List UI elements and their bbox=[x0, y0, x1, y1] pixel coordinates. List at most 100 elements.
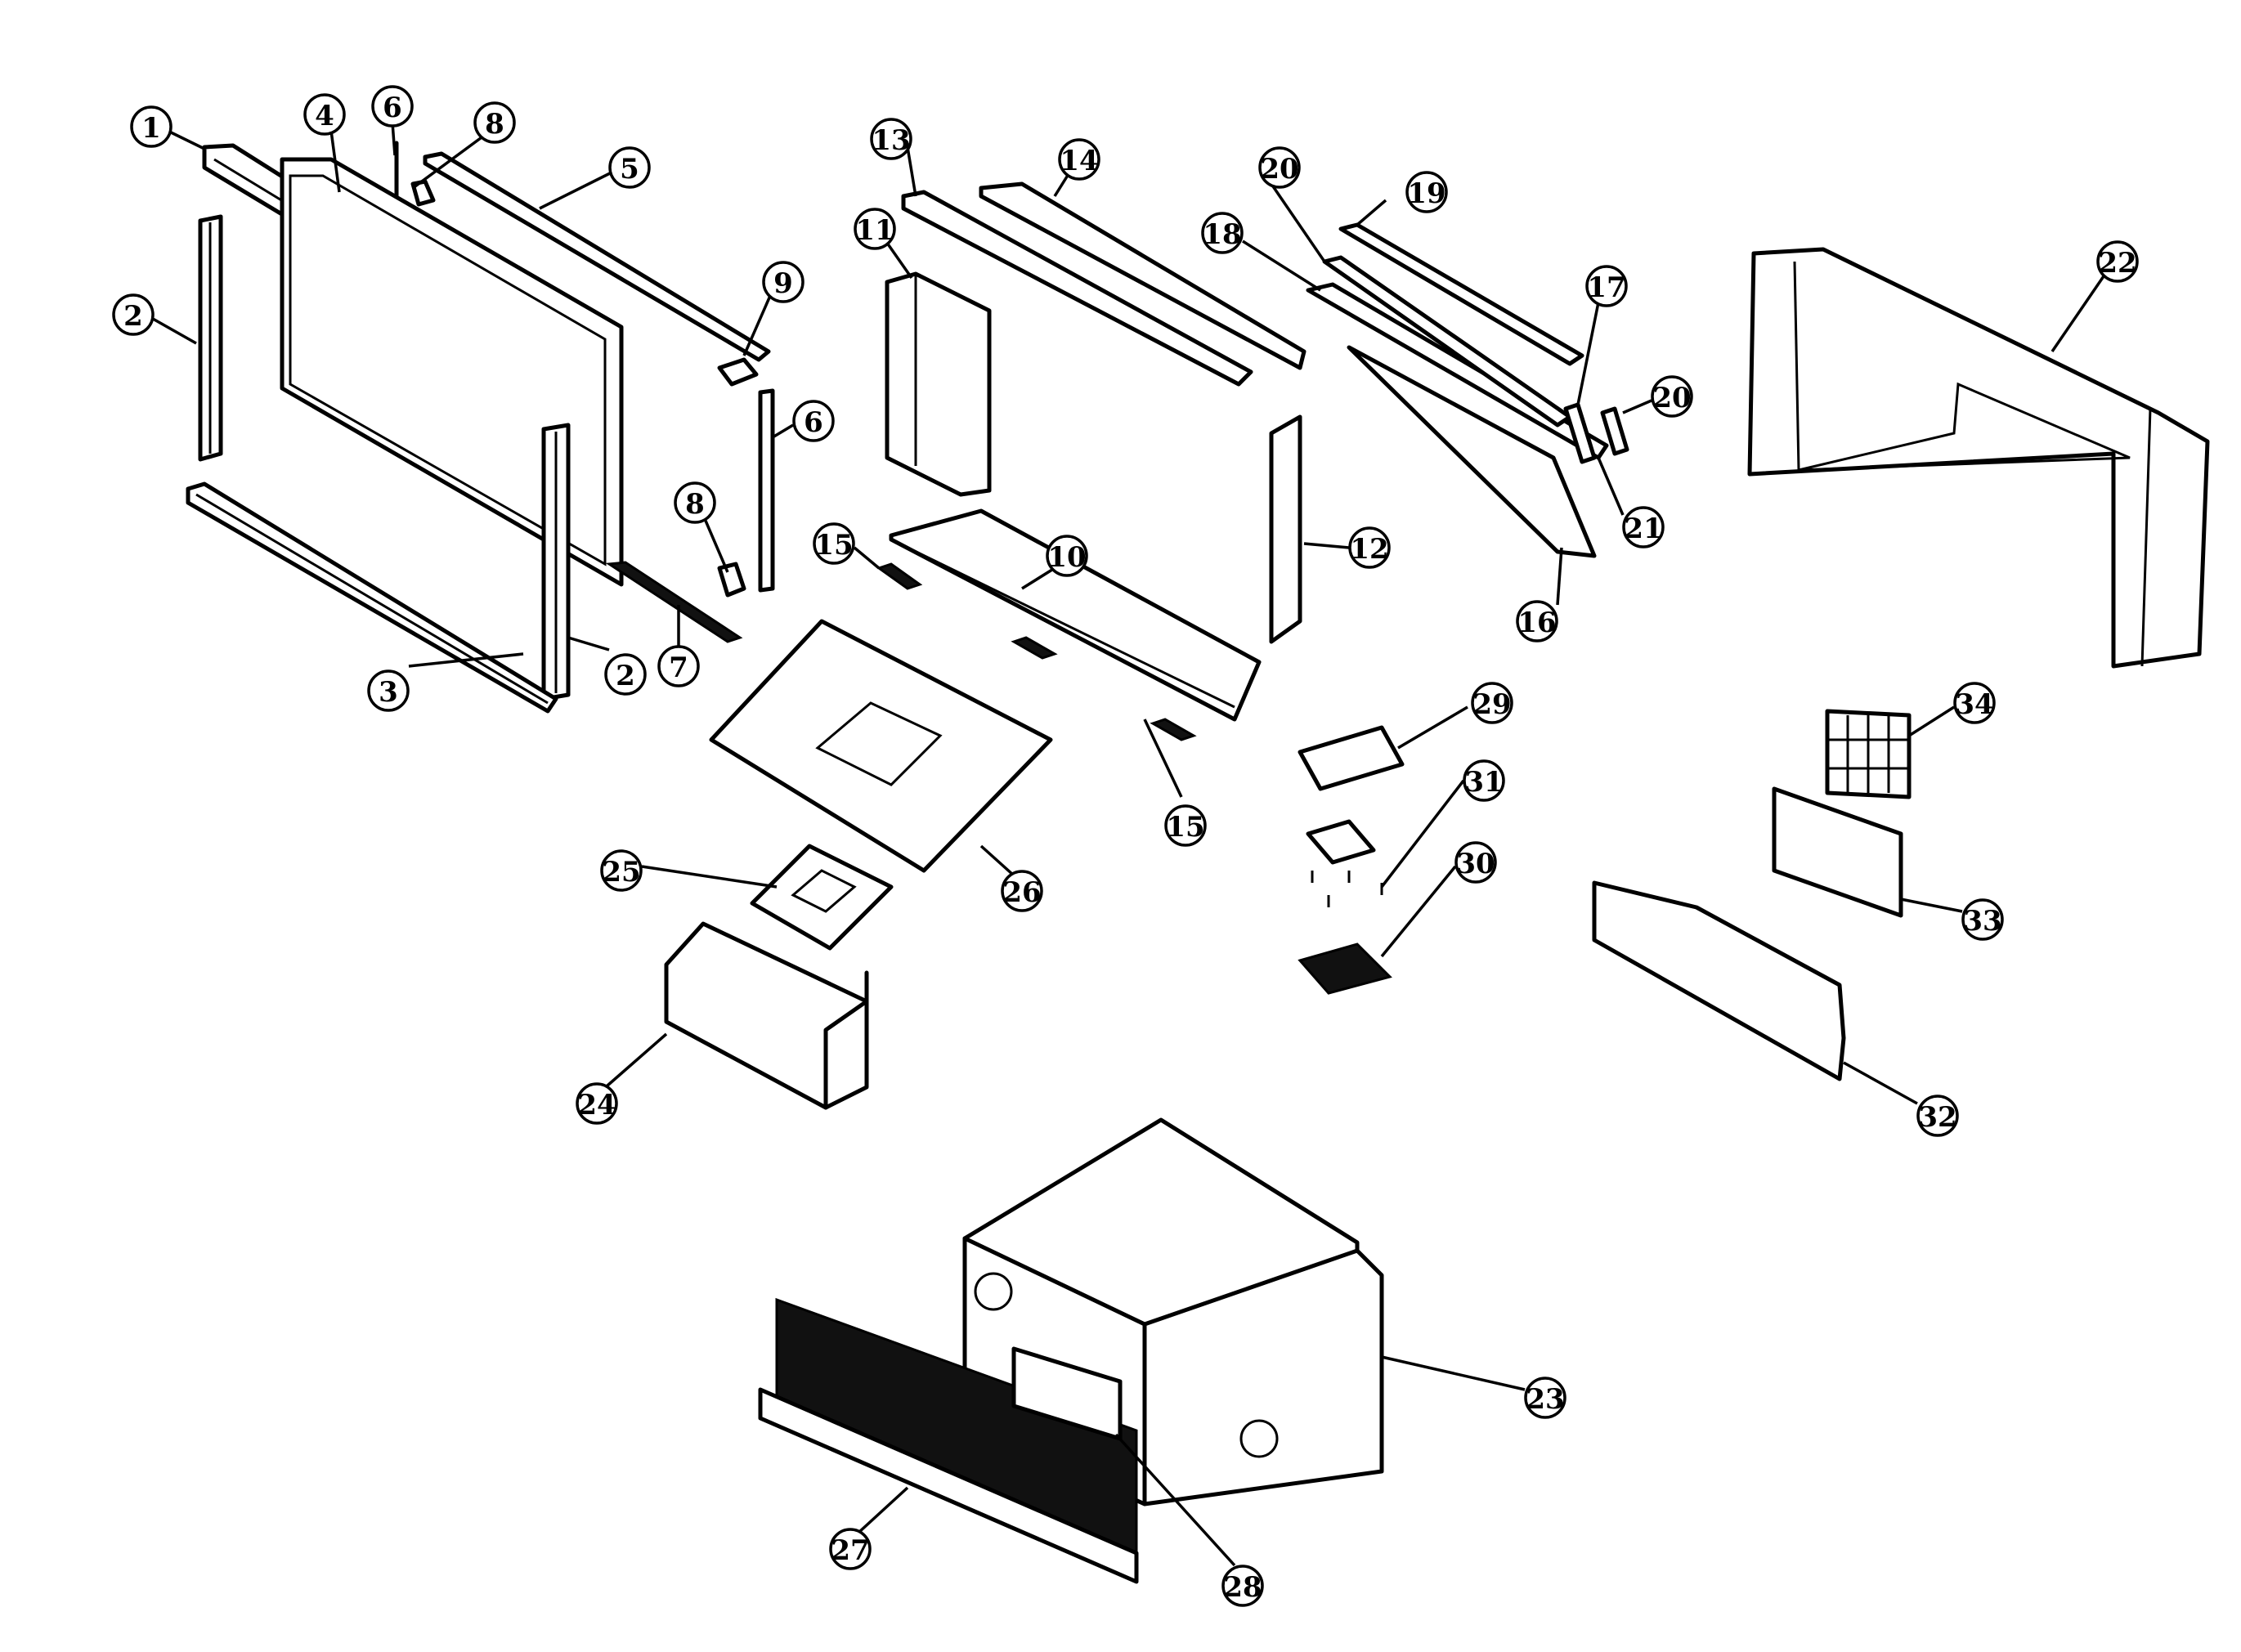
callout-33-label: 33 bbox=[1963, 905, 2001, 938]
callout-32-label: 32 bbox=[1918, 1101, 1956, 1134]
callout-9-label: 9 bbox=[773, 267, 793, 300]
callout-32: 32 bbox=[1916, 1095, 1959, 1137]
part-front-bottom-trim bbox=[186, 481, 558, 714]
part-rear-mirror-16 bbox=[1347, 345, 1597, 558]
callout-15-left: 15 bbox=[813, 522, 855, 565]
callout-15-left-label: 15 bbox=[814, 529, 853, 562]
callout-11: 11 bbox=[854, 208, 896, 250]
part-top-bracket-19 bbox=[1338, 222, 1584, 366]
part-vertical-strip-right bbox=[758, 388, 775, 593]
part-center-upright-left bbox=[885, 271, 992, 497]
part-side-post-right bbox=[541, 423, 571, 701]
callout-1: 1 bbox=[130, 105, 173, 148]
part-terminal-board-33 bbox=[1772, 786, 1903, 918]
callout-10: 10 bbox=[1046, 535, 1088, 577]
part-bracket bbox=[717, 357, 759, 387]
callout-26: 26 bbox=[1001, 870, 1043, 912]
callout-20-right-label: 20 bbox=[1652, 382, 1691, 414]
part-tuner-base bbox=[1298, 819, 1392, 995]
callout-25-label: 25 bbox=[602, 856, 640, 889]
callout-34-label: 34 bbox=[1955, 688, 1993, 721]
part-small-hood bbox=[1298, 725, 1405, 791]
part-small-piece-15c bbox=[1150, 718, 1197, 741]
callout-33: 33 bbox=[1961, 898, 2004, 941]
callout-7-label: 7 bbox=[669, 651, 688, 684]
callout-20-right: 20 bbox=[1651, 375, 1693, 418]
part-bottom-dark-strip bbox=[605, 561, 743, 643]
callout-2-right-label: 2 bbox=[616, 660, 635, 692]
callout-15-bottom-label: 15 bbox=[1166, 811, 1204, 844]
part-top-rail-13 bbox=[901, 190, 1253, 387]
callout-17-label: 17 bbox=[1587, 271, 1625, 304]
callout-20-top-label: 20 bbox=[1260, 153, 1298, 186]
callout-18: 18 bbox=[1201, 212, 1244, 254]
callout-22: 22 bbox=[2096, 240, 2139, 283]
callout-4-label: 4 bbox=[315, 100, 334, 132]
part-main-chassis bbox=[962, 1117, 1384, 1506]
callout-13: 13 bbox=[870, 118, 912, 160]
callout-16: 16 bbox=[1516, 600, 1558, 642]
callout-21: 21 bbox=[1622, 506, 1665, 548]
part-bottom-center-rail bbox=[889, 508, 1262, 722]
part-grille-34 bbox=[1825, 709, 1912, 799]
callout-8-top: 8 bbox=[473, 101, 516, 144]
part-base-plate bbox=[709, 619, 1053, 873]
callout-5-label: 5 bbox=[620, 153, 639, 186]
callout-14-label: 14 bbox=[1060, 145, 1098, 177]
callout-24: 24 bbox=[576, 1082, 618, 1125]
callout-2-right: 2 bbox=[604, 653, 647, 696]
part-screen-panel bbox=[280, 157, 624, 587]
callout-10-label: 10 bbox=[1047, 541, 1086, 574]
callout-27: 27 bbox=[829, 1528, 872, 1570]
callout-18-label: 18 bbox=[1203, 218, 1241, 251]
callout-12: 12 bbox=[1348, 526, 1391, 569]
callout-11-label: 11 bbox=[855, 214, 894, 247]
callout-19-label: 19 bbox=[1407, 177, 1445, 210]
leader-lines bbox=[152, 122, 2107, 1567]
part-rear-cabinet bbox=[1747, 247, 2210, 669]
part-long-rear-panel-32 bbox=[1592, 880, 1846, 1081]
part-lower-bracket-plate bbox=[750, 844, 894, 951]
callout-8-top-label: 8 bbox=[485, 108, 504, 141]
part-side-post-left bbox=[198, 214, 223, 462]
callout-12-label: 12 bbox=[1350, 533, 1388, 566]
part-small-piece-15b bbox=[1011, 636, 1058, 660]
callout-27-label: 27 bbox=[831, 1534, 869, 1567]
callout-2-left: 2 bbox=[112, 293, 155, 336]
callout-7: 7 bbox=[657, 645, 700, 687]
callout-31: 31 bbox=[1463, 759, 1505, 802]
callout-13-label: 13 bbox=[872, 124, 910, 157]
callout-26-label: 26 bbox=[1002, 876, 1041, 909]
callout-6-top-label: 6 bbox=[383, 92, 402, 124]
part-top-rail-14 bbox=[979, 181, 1307, 370]
callout-3-label: 3 bbox=[379, 676, 398, 709]
callout-5: 5 bbox=[608, 146, 651, 189]
part-small-piece-15a bbox=[876, 562, 923, 590]
part-center-upright-right bbox=[1269, 414, 1302, 644]
callout-30-label: 30 bbox=[1456, 848, 1495, 880]
part-screws bbox=[1311, 871, 1383, 907]
part-lower-housing bbox=[664, 921, 869, 1110]
callout-24-label: 24 bbox=[577, 1089, 616, 1121]
callout-8-lower: 8 bbox=[674, 481, 716, 524]
callout-9: 9 bbox=[762, 261, 805, 303]
callout-34: 34 bbox=[1953, 682, 1996, 724]
callout-28-label: 28 bbox=[1223, 1571, 1262, 1604]
callout-6-right-label: 6 bbox=[804, 406, 823, 439]
callout-23-label: 23 bbox=[1526, 1383, 1564, 1416]
callout-6-top: 6 bbox=[371, 85, 414, 128]
callout-3: 3 bbox=[367, 669, 410, 712]
part-side-piece-17 bbox=[1563, 402, 1597, 464]
callout-23: 23 bbox=[1524, 1377, 1566, 1419]
callout-8-lower-label: 8 bbox=[685, 488, 705, 521]
callout-29: 29 bbox=[1471, 682, 1513, 724]
callout-22-label: 22 bbox=[2098, 247, 2136, 280]
callout-19: 19 bbox=[1405, 171, 1448, 213]
callout-28: 28 bbox=[1221, 1565, 1264, 1607]
callout-14: 14 bbox=[1058, 138, 1100, 181]
part-clip-lower bbox=[717, 562, 746, 598]
callout-21-label: 21 bbox=[1624, 513, 1662, 545]
callout-15-bottom: 15 bbox=[1164, 804, 1207, 847]
callout-17: 17 bbox=[1585, 265, 1628, 307]
